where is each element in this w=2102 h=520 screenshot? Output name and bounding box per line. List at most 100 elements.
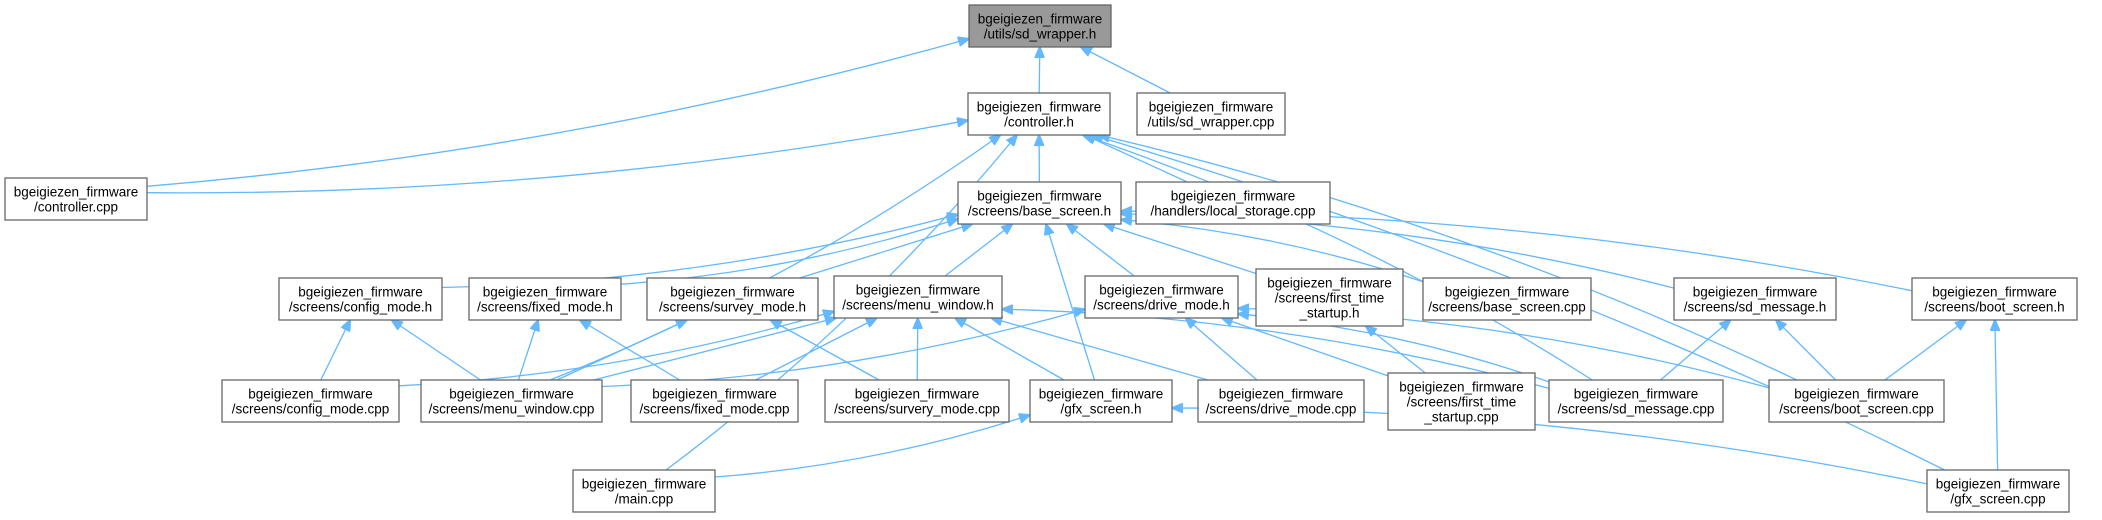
node-first_time_startup_h[interactable]: bgeigiezen_firmware/screens/first_time_s… xyxy=(1255,268,1404,327)
edge-controller_cpp-to-controller_h xyxy=(146,120,968,194)
node-label-drive_mode_cpp-line-0: bgeigiezen_firmware xyxy=(1219,387,1344,402)
node-label-sd_message_h-line-0: bgeigiezen_firmware xyxy=(1693,285,1818,300)
node-box-survey_mode_h[interactable] xyxy=(646,277,819,321)
node-label-drive_mode_h-line-0: bgeigiezen_firmware xyxy=(1099,283,1224,298)
edge-menu_window_cpp-to-menu_window_h xyxy=(593,318,836,381)
edge-survery_mode_cpp-to-survey_mode_h xyxy=(771,320,880,381)
node-box-first_time_startup_cpp[interactable] xyxy=(1387,372,1536,431)
edge-menu_window_h-to-base_screen_h xyxy=(944,224,1012,277)
edge-drive_mode_cpp-to-drive_mode_h xyxy=(1186,318,1258,381)
edge-sd_wrapper_cpp-to-sd_wrapper_h xyxy=(1081,47,1171,94)
node-sd_wrapper_h[interactable]: bgeigiezen_firmware/utils/sd_wrapper.h xyxy=(968,4,1112,48)
node-box-gfx_screen_cpp[interactable] xyxy=(1926,469,2070,513)
node-label-gfx_screen_cpp-line-1: /gfx_screen.cpp xyxy=(1950,492,2045,507)
node-label-boot_screen_cpp-line-0: bgeigiezen_firmware xyxy=(1794,387,1919,402)
node-box-sd_message_cpp[interactable] xyxy=(1548,379,1724,423)
node-box-sd_message_h[interactable] xyxy=(1673,277,1837,321)
node-box-config_mode_h[interactable] xyxy=(278,277,443,321)
node-label-config_mode_cpp-line-0: bgeigiezen_firmware xyxy=(248,387,373,402)
edge-fixed_mode_h-to-base_screen_h xyxy=(620,219,958,285)
node-box-fixed_mode_h[interactable] xyxy=(468,277,622,321)
node-config_mode_h[interactable]: bgeigiezen_firmware/screens/config_mode.… xyxy=(278,277,443,321)
node-box-base_screen_cpp[interactable] xyxy=(1422,277,1592,321)
node-label-first_time_startup_cpp-line-2: _startup.cpp xyxy=(1423,410,1498,425)
node-sd_message_h[interactable]: bgeigiezen_firmware/screens/sd_message.h xyxy=(1673,277,1837,321)
node-survery_mode_cpp[interactable]: bgeigiezen_firmware/screens/survery_mode… xyxy=(824,379,1010,423)
node-box-main_cpp[interactable] xyxy=(572,469,716,513)
node-box-sd_wrapper_h[interactable] xyxy=(968,4,1112,48)
node-label-sd_wrapper_h-line-0: bgeigiezen_firmware xyxy=(978,12,1103,27)
node-controller_cpp[interactable]: bgeigiezen_firmware/controller.cpp xyxy=(4,177,148,221)
node-boot_screen_h[interactable]: bgeigiezen_firmware/screens/boot_screen.… xyxy=(1911,277,2078,321)
node-label-menu_window_cpp-line-0: bgeigiezen_firmware xyxy=(449,387,574,402)
node-box-controller_cpp[interactable] xyxy=(4,177,148,221)
node-label-config_mode_cpp-line-1: /screens/config_mode.cpp xyxy=(232,402,390,417)
node-gfx_screen_cpp[interactable]: bgeigiezen_firmware/gfx_screen.cpp xyxy=(1926,469,2070,513)
node-menu_window_cpp[interactable]: bgeigiezen_firmware/screens/menu_window.… xyxy=(420,379,603,423)
node-local_storage_cpp[interactable]: bgeigiezen_firmware/handlers/local_stora… xyxy=(1135,181,1331,225)
node-label-sd_message_cpp-line-0: bgeigiezen_firmware xyxy=(1574,387,1699,402)
node-label-sd_message_cpp-line-1: /screens/sd_message.cpp xyxy=(1558,402,1715,417)
node-label-menu_window_cpp-line-1: /screens/menu_window.cpp xyxy=(429,402,595,417)
node-label-local_storage_cpp-line-1: /handlers/local_storage.cpp xyxy=(1150,204,1315,219)
node-base_screen_h[interactable]: bgeigiezen_firmware/screens/base_screen.… xyxy=(957,181,1122,225)
node-drive_mode_h[interactable]: bgeigiezen_firmware/screens/drive_mode.h xyxy=(1084,275,1239,319)
node-sd_wrapper_cpp[interactable]: bgeigiezen_firmware/utils/sd_wrapper.cpp xyxy=(1136,92,1286,136)
node-label-base_screen_h-line-0: bgeigiezen_firmware xyxy=(977,189,1102,204)
node-box-sd_wrapper_cpp[interactable] xyxy=(1136,92,1286,136)
node-menu_window_h[interactable]: bgeigiezen_firmware/screens/menu_window.… xyxy=(833,275,1003,319)
node-gfx_screen_h[interactable]: bgeigiezen_firmware/gfx_screen.h xyxy=(1029,379,1173,423)
node-label-drive_mode_h-line-1: /screens/drive_mode.h xyxy=(1093,298,1230,313)
node-survey_mode_h[interactable]: bgeigiezen_firmware/screens/survey_mode.… xyxy=(646,277,819,321)
edge-config_mode_cpp-to-config_mode_h xyxy=(320,320,350,381)
node-boot_screen_cpp[interactable]: bgeigiezen_firmware/screens/boot_screen.… xyxy=(1768,379,1945,423)
node-controller_h[interactable]: bgeigiezen_firmware/controller.h xyxy=(967,92,1111,136)
node-label-fixed_mode_cpp-line-1: /screens/fixed_mode.cpp xyxy=(639,402,789,417)
node-box-fixed_mode_cpp[interactable] xyxy=(630,379,799,423)
node-label-sd_wrapper_cpp-line-1: /utils/sd_wrapper.cpp xyxy=(1148,115,1275,130)
edge-survey_mode_h-to-base_screen_h xyxy=(799,224,973,279)
node-label-gfx_screen_cpp-line-0: bgeigiezen_firmware xyxy=(1936,477,2061,492)
node-label-boot_screen_h-line-1: /screens/boot_screen.h xyxy=(1924,300,2064,315)
node-box-local_storage_cpp[interactable] xyxy=(1135,181,1331,225)
node-label-sd_wrapper_h-line-1: /utils/sd_wrapper.h xyxy=(984,27,1097,42)
node-label-survey_mode_h-line-1: /screens/survey_mode.h xyxy=(659,300,806,315)
edge-menu_window_cpp-to-survey_mode_h xyxy=(556,320,687,381)
node-label-survery_mode_cpp-line-0: bgeigiezen_firmware xyxy=(855,387,980,402)
node-box-config_mode_cpp[interactable] xyxy=(221,379,400,423)
edge-menu_window_cpp-to-config_mode_h xyxy=(392,320,481,381)
node-label-main_cpp-line-1: /main.cpp xyxy=(615,492,674,507)
node-box-first_time_startup_h[interactable] xyxy=(1255,268,1404,327)
edge-gfx_screen_h-to-base_screen_h xyxy=(1046,224,1096,381)
node-box-menu_window_cpp[interactable] xyxy=(420,379,603,423)
node-box-survery_mode_cpp[interactable] xyxy=(824,379,1010,423)
node-base_screen_cpp[interactable]: bgeigiezen_firmware/screens/base_screen.… xyxy=(1422,277,1592,321)
node-config_mode_cpp[interactable]: bgeigiezen_firmware/screens/config_mode.… xyxy=(221,379,400,423)
edge-fixed_mode_cpp-to-fixed_mode_h xyxy=(580,320,680,381)
node-box-boot_screen_cpp[interactable] xyxy=(1768,379,1945,423)
edge-controller_cpp-to-sd_wrapper_h xyxy=(146,39,969,187)
node-box-controller_h[interactable] xyxy=(967,92,1111,136)
node-fixed_mode_h[interactable]: bgeigiezen_firmware/screens/fixed_mode.h xyxy=(468,277,622,321)
node-label-base_screen_cpp-line-0: bgeigiezen_firmware xyxy=(1445,285,1570,300)
node-first_time_startup_cpp[interactable]: bgeigiezen_firmware/screens/first_time_s… xyxy=(1387,372,1536,431)
node-box-gfx_screen_h[interactable] xyxy=(1029,379,1173,423)
node-main_cpp[interactable]: bgeigiezen_firmware/main.cpp xyxy=(572,469,716,513)
node-box-boot_screen_h[interactable] xyxy=(1911,277,2078,321)
node-label-survery_mode_cpp-line-1: /screens/survery_mode.cpp xyxy=(834,402,1000,417)
node-sd_message_cpp[interactable]: bgeigiezen_firmware/screens/sd_message.c… xyxy=(1548,379,1724,423)
node-label-fixed_mode_h-line-0: bgeigiezen_firmware xyxy=(483,285,608,300)
node-box-base_screen_h[interactable] xyxy=(957,181,1122,225)
node-box-drive_mode_h[interactable] xyxy=(1084,275,1239,319)
node-box-menu_window_h[interactable] xyxy=(833,275,1003,319)
node-label-controller_cpp-line-1: /controller.cpp xyxy=(34,200,118,215)
node-fixed_mode_cpp[interactable]: bgeigiezen_firmware/screens/fixed_mode.c… xyxy=(630,379,799,423)
node-label-sd_message_h-line-1: /screens/sd_message.h xyxy=(1684,300,1827,315)
edge-boot_screen_cpp-to-sd_message_h xyxy=(1776,320,1837,381)
node-label-controller_cpp-line-0: bgeigiezen_firmware xyxy=(14,185,139,200)
node-label-gfx_screen_h-line-1: /gfx_screen.h xyxy=(1060,402,1141,417)
node-label-sd_wrapper_cpp-line-0: bgeigiezen_firmware xyxy=(1149,100,1274,115)
node-drive_mode_cpp[interactable]: bgeigiezen_firmware/screens/drive_mode.c… xyxy=(1197,379,1365,423)
node-box-drive_mode_cpp[interactable] xyxy=(1197,379,1365,423)
